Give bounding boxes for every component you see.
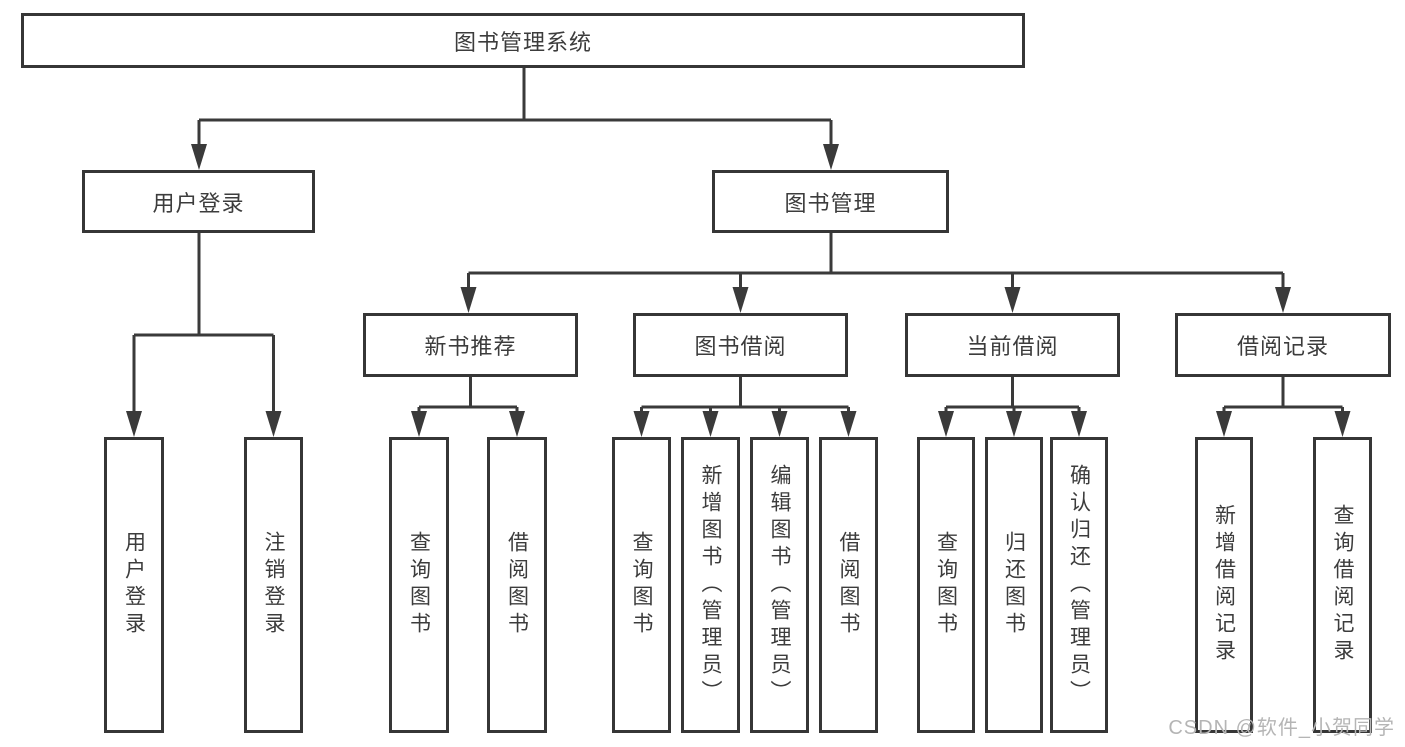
leaf-return-books: 归还图书 [985, 437, 1043, 733]
node-label: 新书推荐 [424, 334, 517, 359]
node-label: 新增借阅记录 [1212, 504, 1236, 666]
node-label: 用户登录 [152, 190, 245, 216]
node-label: 用户登录 [122, 531, 146, 639]
node-label: 查询图书 [630, 531, 653, 639]
node-label: 借阅记录 [1236, 334, 1329, 359]
node-new-book-recommendation: 新书推荐 [363, 313, 578, 377]
leaf-add-borrow-record: 新增借阅记录 [1195, 437, 1253, 733]
node-user-login: 用户登录 [82, 170, 315, 233]
connector-borrow-records-to-leaves [1216, 377, 1351, 437]
node-label: 查询借阅记录 [1331, 504, 1354, 666]
leaf-edit-books-admin: 编辑图书（管理员） [750, 437, 809, 733]
leaf-confirm-return-admin: 确认归还（管理员） [1050, 437, 1108, 733]
node-label: 借阅图书 [505, 531, 529, 639]
node-label: 当前借阅 [966, 334, 1059, 359]
leaf-query-books-recommend: 查询图书 [389, 437, 449, 733]
node-label: 查询图书 [934, 531, 958, 639]
node-label: 图书管理 [784, 190, 877, 216]
leaf-query-borrow-record: 查询借阅记录 [1313, 437, 1372, 733]
node-label: 查询图书 [407, 531, 431, 639]
connector-root-to-level1 [191, 68, 839, 170]
csdn-watermark: CSDN @软件_小贺同学 [1168, 717, 1395, 739]
connector-new-book-to-leaves [411, 377, 525, 437]
connector-book-management-to-level2 [460, 233, 1291, 313]
leaf-borrow-books-recommend: 借阅图书 [487, 437, 547, 733]
node-label: 图书借阅 [694, 334, 787, 359]
leaf-logout: 注销登录 [244, 437, 303, 733]
leaf-query-books-current: 查询图书 [917, 437, 975, 733]
node-library-management-system: 图书管理系统 [21, 13, 1025, 68]
connector-current-borrow-to-leaves [938, 377, 1087, 437]
leaf-user-login: 用户登录 [104, 437, 164, 733]
node-label: 确认归还（管理员） [1067, 463, 1091, 707]
leaf-query-books-borrow: 查询图书 [612, 437, 671, 733]
leaf-add-books-admin: 新增图书（管理员） [681, 437, 740, 733]
node-label: 注销登录 [262, 531, 285, 639]
node-book-management: 图书管理 [712, 170, 949, 233]
node-label: 编辑图书（管理员） [768, 463, 791, 707]
node-label: 新增图书（管理员） [699, 463, 722, 707]
connector-book-borrow-to-leaves [633, 377, 857, 437]
leaf-borrow-books: 借阅图书 [819, 437, 878, 733]
node-current-borrowing: 当前借阅 [905, 313, 1120, 377]
node-borrowing-records: 借阅记录 [1175, 313, 1391, 377]
node-label: 归还图书 [1002, 531, 1026, 639]
connector-user-login-to-leaves [126, 233, 282, 437]
node-book-borrowing: 图书借阅 [633, 313, 848, 377]
node-label: 借阅图书 [837, 531, 860, 639]
node-label: 图书管理系统 [453, 29, 592, 55]
